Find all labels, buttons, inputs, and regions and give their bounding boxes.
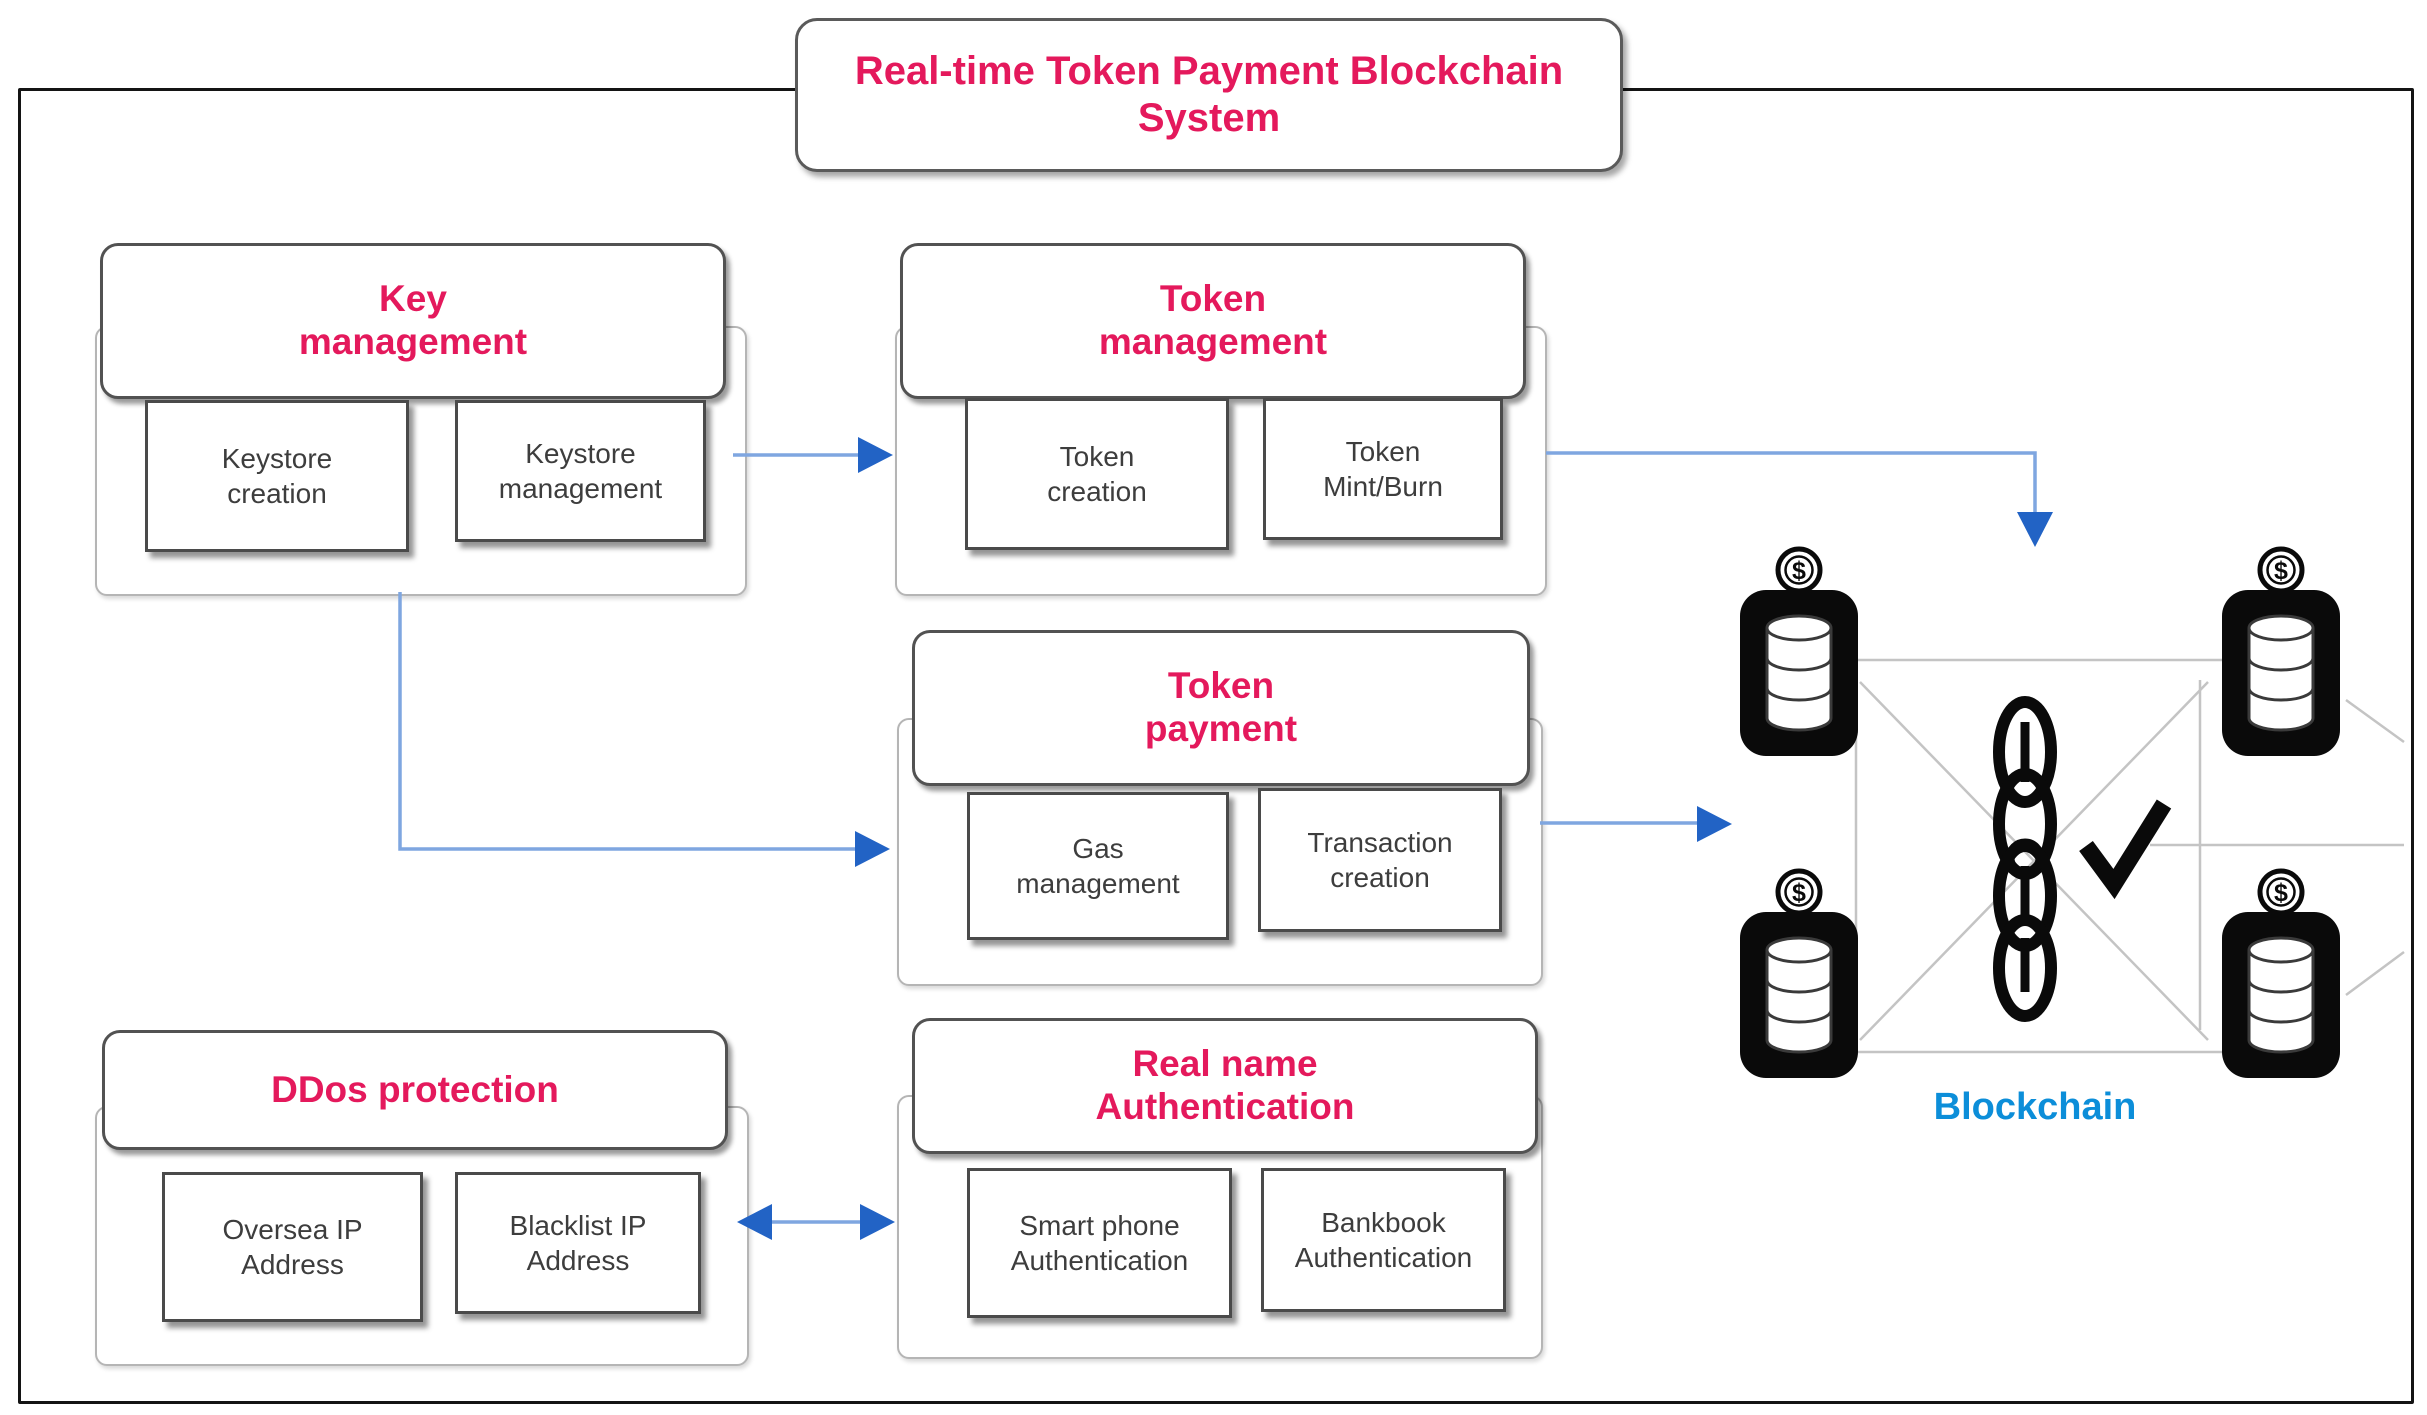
checkmark-icon: [2079, 799, 2172, 900]
blockchain-node: [1740, 871, 1858, 1078]
title-line-2: System: [1137, 96, 1281, 140]
item-bankbook-authentication: Bankbook Authentication: [1261, 1168, 1506, 1312]
arrowhead-left-icon: [737, 1204, 772, 1240]
arrowhead-right-icon: [860, 1204, 895, 1240]
module-token-payment-header: Token payment: [912, 630, 1530, 786]
item-transaction-creation: Transaction creation: [1258, 788, 1502, 932]
diagram-title: Real-time Token Payment Blockchain Syste…: [855, 48, 1563, 142]
header-line: DDos protection: [271, 1068, 559, 1110]
item-blacklist-ip-address: Blacklist IP Address: [455, 1172, 701, 1314]
item-oversea-ip-address: Oversea IP Address: [162, 1172, 423, 1322]
blockchain-node: [1740, 549, 1858, 756]
header-line: Token: [1159, 278, 1267, 320]
item-keystore-management: Keystore management: [455, 400, 706, 542]
item-gas-management: Gas management: [967, 792, 1229, 940]
header-line: Key: [379, 278, 447, 320]
title-box: Real-time Token Payment Blockchain Syste…: [795, 18, 1623, 172]
header-line: management: [1098, 321, 1328, 362]
title-line-1: Real-time Token Payment Blockchain: [854, 48, 1564, 93]
module-real-name-authentication-header: Real name Authentication: [912, 1018, 1538, 1154]
arrowhead-down-icon: [2017, 512, 2053, 547]
arrowhead-right-icon: [855, 831, 890, 867]
header-line: management: [298, 321, 528, 362]
arrowhead-right-icon: [1697, 806, 1732, 842]
chain-icon: [1993, 696, 2057, 1022]
blockchain-node: [2222, 549, 2340, 756]
header-line: Authentication: [1095, 1086, 1355, 1127]
item-token-mint-burn: Token Mint/Burn: [1263, 398, 1503, 540]
module-token-management-header: Token management: [900, 243, 1526, 399]
item-keystore-creation: Keystore creation: [145, 400, 409, 552]
item-smart-phone-authentication: Smart phone Authentication: [967, 1168, 1232, 1318]
header-line: payment: [1144, 708, 1298, 749]
header-line: Real name: [1132, 1043, 1318, 1085]
blockchain-node: [2222, 871, 2340, 1078]
blue-connectors: [398, 437, 2053, 1240]
header-line: Token: [1167, 665, 1275, 707]
arrow-token-management-to-blockchain: [1546, 451, 2037, 516]
module-ddos-protection-header: DDos protection: [102, 1030, 728, 1150]
arrowhead-right-icon: [858, 437, 893, 473]
blockchain-label: Blockchain: [1933, 1086, 2137, 1128]
module-key-management-header: Key management: [100, 243, 726, 399]
arrow-key-to-token-payment: [398, 592, 858, 851]
network-lines: [1854, 658, 2405, 1054]
item-token-creation: Token creation: [965, 398, 1229, 550]
